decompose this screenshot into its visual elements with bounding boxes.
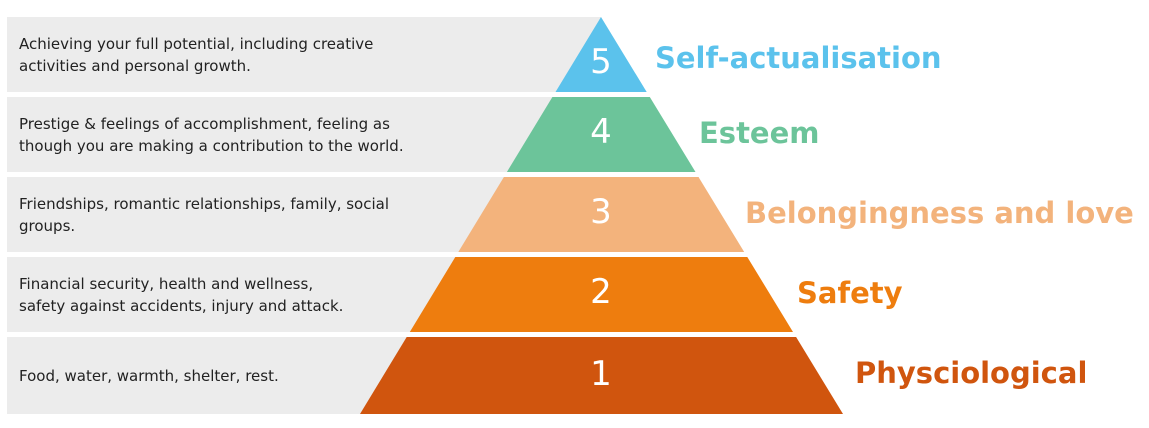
level-4-description-panel: Prestige & feelings of accomplishment, f… [7,97,650,172]
level-2-description: Financial security, health and wellness,… [19,274,344,315]
level-4-name: Esteem [699,116,820,150]
pyramid-tier-2 [409,257,793,332]
level-5-name: Self-actualisation [655,41,942,75]
level-1-name: Physciological [855,356,1088,390]
level-5-description-panel: Achieving your full potential, including… [7,17,601,92]
pyramid-tier-3 [458,177,745,252]
level-1-number: 1 [590,354,612,394]
level-3-description: Friendships, romantic relationships, fam… [19,194,389,235]
level-5-number: 5 [590,42,612,82]
level-2-name: Safety [797,276,903,310]
level-3-name: Belongingness and love [745,196,1134,230]
level-4-number: 4 [590,112,612,152]
level-2-number: 2 [590,272,612,312]
pyramid-tier-4 [506,97,696,172]
pyramid-tier-5 [555,17,647,92]
pyramid-tier-1 [360,337,843,414]
level-4-description: Prestige & feelings of accomplishment, f… [19,114,404,155]
level-5-description: Achieving your full potential, including… [19,34,374,75]
level-1-description: Food, water, warmth, shelter, rest. [19,366,279,385]
level-3-number: 3 [590,192,612,232]
